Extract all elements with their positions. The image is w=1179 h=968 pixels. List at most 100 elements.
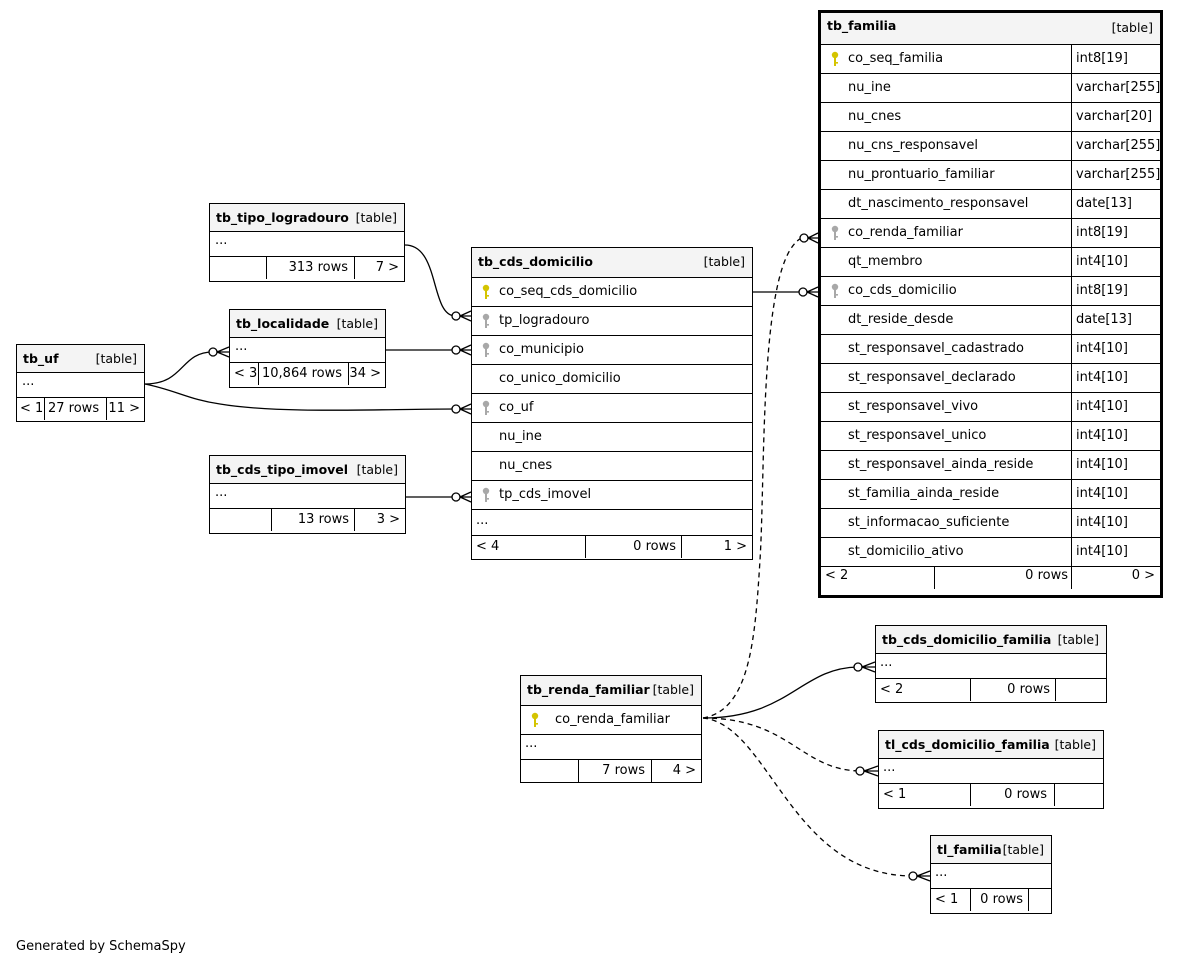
table-header: tl_familia [table]	[931, 836, 1051, 864]
table-footer: 313 rows 7 >	[210, 257, 404, 279]
edge-crowfoot	[861, 661, 876, 673]
table-name: tl_familia	[937, 842, 1002, 857]
table-tl-cds-domicilio-familia[interactable]: tl_cds_domicilio_familia [table] ... < 1…	[878, 730, 1104, 809]
column-name: co_uf	[499, 400, 534, 415]
parent-count: < 2	[880, 682, 904, 697]
column-type: varchar[255]	[1071, 132, 1160, 160]
parent-count: < 4	[476, 539, 500, 554]
child-count: 0 >	[1131, 568, 1155, 583]
column-type: int8[19]	[1071, 277, 1128, 305]
edge-optional-marker	[451, 311, 461, 321]
table-tb-tipo-logradouro[interactable]: tb_tipo_logradouro [table] ... 313 rows …	[209, 203, 405, 282]
column-name: co_cds_domicilio	[848, 283, 957, 298]
edge-optional-marker	[451, 345, 461, 355]
child-count: 7 >	[375, 260, 399, 275]
table-tb-cds-domicilio[interactable]: tb_cds_domicilio [table] co_seq_cds_domi…	[471, 247, 753, 560]
table-name: tb_familia	[827, 18, 897, 33]
row-count: 313 rows	[288, 260, 348, 275]
edge-crowfoot	[216, 346, 230, 358]
table-tag: [table]	[703, 254, 745, 269]
parent-count: < 1	[935, 892, 959, 907]
edge-uf-domicilio	[144, 383, 456, 411]
column-name: st_responsavel_declarado	[848, 370, 1016, 385]
edge-optional-marker	[855, 766, 865, 776]
table-tb-cds-domicilio-familia[interactable]: tb_cds_domicilio_familia [table] ... < 2…	[875, 625, 1107, 703]
column-row: nu_ine	[472, 423, 752, 452]
table-header: tb_familia [table]	[821, 13, 1160, 45]
primary-key-icon	[531, 712, 539, 727]
edge-optional-marker	[908, 871, 918, 881]
table-tb-renda-familiar[interactable]: tb_renda_familiar [table] co_renda_famil…	[520, 675, 702, 783]
edge-optional-marker	[798, 287, 808, 297]
table-header: tl_cds_domicilio_familia [table]	[879, 731, 1103, 759]
child-count: 34 >	[349, 366, 381, 381]
column-name: nu_cnes	[499, 458, 553, 473]
column-name: nu_prontuario_familiar	[848, 167, 995, 182]
table-footer: < 2 0 rows 0 >	[821, 567, 1160, 589]
edge-renda-tl-familia	[702, 717, 914, 877]
column-row: tp_logradouro	[472, 307, 752, 336]
parent-count: < 1	[883, 787, 907, 802]
table-tag: [table]	[1054, 737, 1096, 752]
foreign-key-icon	[831, 283, 839, 298]
foreign-key-icon	[482, 400, 490, 415]
foreign-key-icon	[482, 342, 490, 357]
row-count: 0 rows	[1004, 787, 1047, 802]
table-tag: [table]	[95, 351, 137, 366]
child-count: 3 >	[376, 512, 400, 527]
row-count: 0 rows	[633, 539, 676, 554]
column-row: tp_cds_imovel	[472, 481, 752, 510]
table-name: tb_localidade	[236, 316, 330, 331]
edge-crowfoot	[916, 870, 931, 882]
edge-renda-familia	[702, 236, 805, 719]
column-name: tp_logradouro	[499, 313, 590, 328]
column-name: qt_membro	[848, 254, 923, 269]
table-header: tb_cds_domicilio [table]	[472, 248, 752, 278]
edge-optional-marker	[451, 492, 461, 502]
table-tb-localidade[interactable]: tb_localidade [table] ... < 3 10,864 row…	[229, 309, 386, 388]
generator-caption: Generated by SchemaSpy	[16, 939, 186, 954]
table-footer: < 1 0 rows	[879, 784, 1103, 806]
parent-count: < 2	[825, 568, 849, 583]
table-tag: [table]	[1111, 20, 1153, 35]
column-type: int4[10]	[1071, 509, 1128, 537]
table-name: tb_cds_domicilio_familia	[882, 632, 1052, 647]
table-tl-familia[interactable]: tl_familia [table] ... < 1 0 rows	[930, 835, 1052, 914]
edge-crowfoot	[807, 232, 819, 244]
row-count: 0 rows	[1025, 568, 1068, 583]
more-columns: ...	[521, 735, 701, 760]
table-tag: [table]	[1057, 632, 1099, 647]
table-footer: 7 rows 4 >	[521, 760, 701, 782]
column-name: st_informacao_suficiente	[848, 515, 1010, 530]
column-type: int8[19]	[1071, 219, 1128, 247]
column-type: int4[10]	[1071, 422, 1128, 450]
more-columns: ...	[472, 510, 752, 536]
row-count: 0 rows	[980, 892, 1023, 907]
primary-key-icon	[831, 51, 839, 66]
column-type: int4[10]	[1071, 538, 1128, 566]
table-name: tl_cds_domicilio_familia	[885, 737, 1050, 752]
edge-crowfoot	[459, 310, 472, 322]
table-header: tb_localidade [table]	[230, 310, 385, 338]
column-type: date[13]	[1071, 190, 1132, 218]
table-tb-cds-tipo-imovel[interactable]: tb_cds_tipo_imovel [table] ... 13 rows 3…	[209, 455, 406, 534]
edge-crowfoot	[459, 344, 472, 356]
row-count: 0 rows	[1007, 682, 1050, 697]
edge-crowfoot	[459, 491, 472, 503]
table-name: tb_renda_familiar	[527, 682, 650, 697]
table-tb-uf[interactable]: tb_uf [table] ... < 1 27 rows 11 >	[16, 344, 145, 422]
edge-crowfoot	[863, 765, 879, 777]
table-name: tb_cds_tipo_imovel	[216, 462, 349, 477]
child-count: 4 >	[672, 763, 696, 778]
